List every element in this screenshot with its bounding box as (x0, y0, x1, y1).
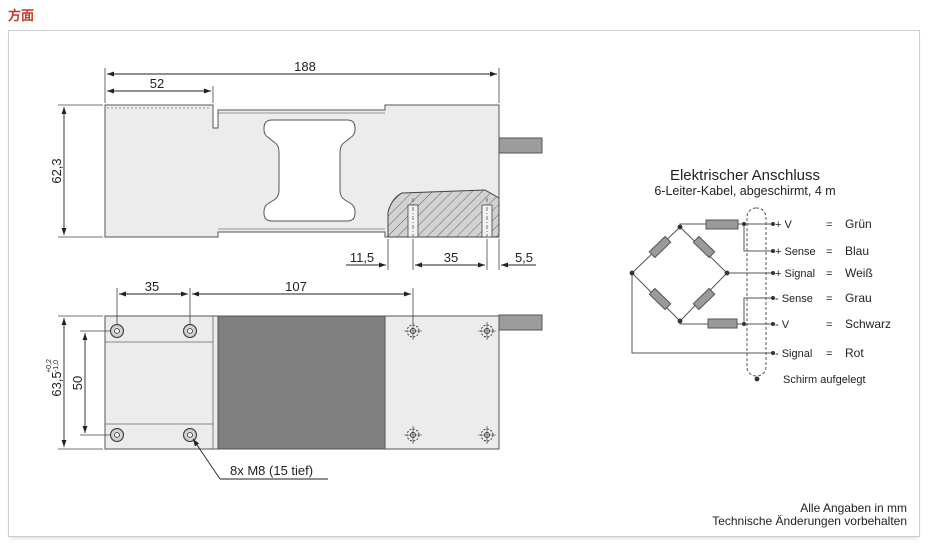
wire-signal: + Sense (775, 246, 816, 258)
footer-note-changes: Technische Änderungen vorbehalten (712, 514, 907, 528)
hidden-hole (404, 322, 422, 340)
connection-title: Elektrischer Anschluss (670, 167, 820, 184)
cable-shield (746, 207, 767, 377)
connection-subtitle: 6-Leiter-Kabel, abgeschirmt, 4 m (654, 184, 835, 198)
dim-inner-width: 50 (70, 376, 85, 390)
wire-eq: = (826, 219, 832, 231)
cable-stub-bottom (498, 314, 543, 331)
dim-hole-right: 5,5 (515, 250, 533, 265)
dim-width-tol-lower: -1,0 (53, 360, 60, 372)
dim-hole-spacing-main: 107 (285, 279, 307, 294)
beam-cutout (263, 119, 356, 222)
wire-signal: - V (775, 319, 790, 331)
dim-width: 63,5 (49, 371, 64, 396)
strain-gauge-area (217, 315, 386, 450)
page-title: 方面 (8, 9, 35, 24)
resistor (707, 318, 738, 329)
wire-eq: = (826, 246, 832, 258)
mount-hole (183, 324, 197, 338)
wire-color: Grün (845, 217, 872, 231)
hidden-hole (478, 322, 496, 340)
dim-left-offset: 52 (150, 76, 164, 91)
top-view: 188 52 62,3 11,5 35 5,5 (49, 59, 543, 270)
electrical-connection: Elektrischer Anschluss 6-Leiter-Kabel, a… (629, 167, 891, 386)
wire-eq: = (826, 293, 832, 305)
dim-hole-left: 11,5 (350, 250, 374, 265)
mount-hole (110, 428, 124, 442)
dim-hole-spacing-left: 35 (145, 279, 159, 294)
wire-signal: + V (775, 219, 792, 231)
dim-width-tol-upper: +0,2 (46, 359, 53, 373)
wire-eq: = (826, 268, 832, 280)
wire-color: Blau (845, 244, 869, 258)
thread-label: 8x M8 (15 tief) (230, 463, 313, 478)
wire-eq: = (826, 348, 832, 360)
dim-hole-spacing: 35 (444, 250, 458, 265)
mount-hole (183, 428, 197, 442)
resistor (705, 219, 739, 230)
wire-color: Schwarz (845, 317, 891, 331)
wire-signal: - Signal (775, 348, 812, 360)
footer-note-units: Alle Angaben in mm (800, 501, 907, 515)
shield-label: Schirm aufgelegt (783, 374, 866, 386)
hidden-hole (478, 426, 496, 444)
cable-stub (498, 137, 543, 154)
wire-eq: = (826, 319, 832, 331)
wire-color: Rot (845, 346, 864, 360)
wire-signal: - Sense (775, 293, 813, 305)
mount-hole (110, 324, 124, 338)
bottom-view: 35 107 63,5 +0,2 -1,0 50 8x M8 (15 tief) (46, 279, 543, 480)
dim-total-length: 188 (294, 59, 316, 74)
dim-height: 62,3 (49, 158, 64, 183)
wire-color: Weiß (845, 266, 873, 280)
hidden-hole (404, 426, 422, 444)
wire-color: Grau (845, 291, 872, 305)
wire-signal: + Signal (775, 268, 815, 280)
